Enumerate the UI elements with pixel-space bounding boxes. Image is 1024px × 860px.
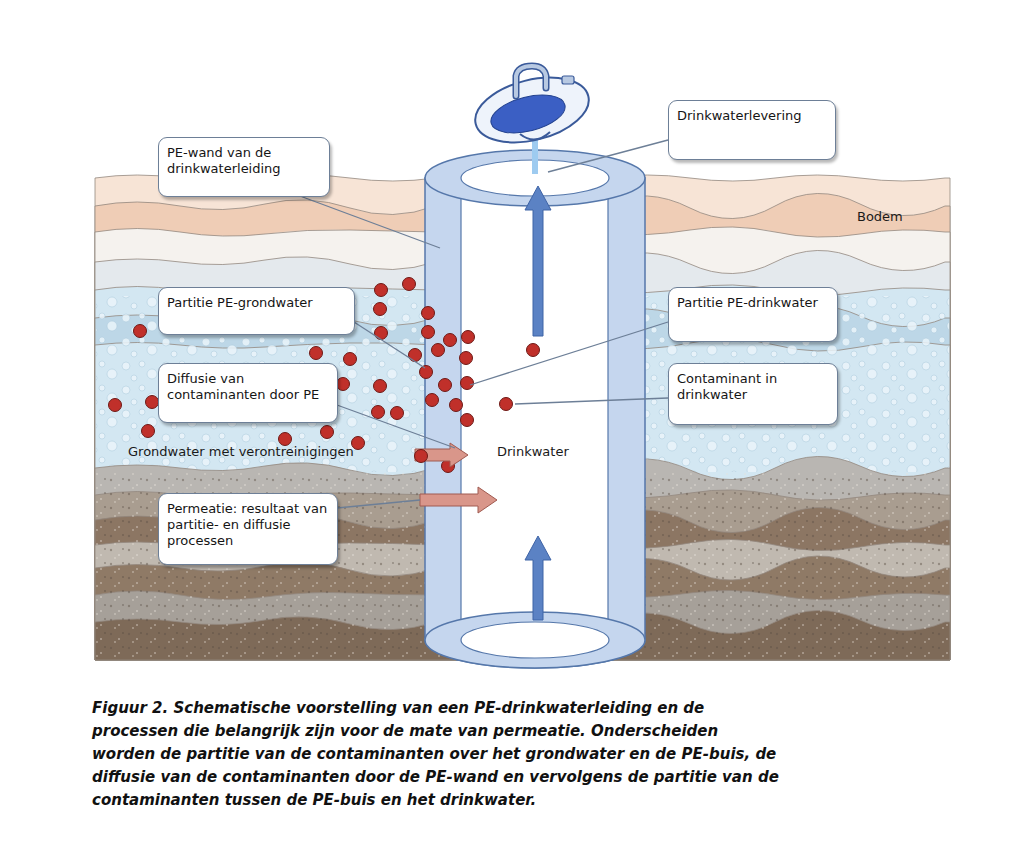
callout-box: Partitie PE-grondwater [158,287,355,335]
contaminant-dot [527,344,540,357]
contaminant-dots [109,278,540,473]
pipe-bottom-opening [461,622,609,658]
contaminant-dot [462,331,475,344]
callout-box: Contaminant in drinkwater [668,363,838,425]
faucet [516,66,546,96]
callout-box: PE-wand van de drinkwaterleiding [158,137,330,197]
diagram-label: Drinkwater [497,444,569,459]
contaminant-dot [403,278,416,291]
callout-box: Drinkwaterlevering [668,100,836,160]
callout-text: Permeatie: resultaat van partitie- en di… [167,501,329,549]
contaminant-dot [310,347,323,360]
contaminant-dot [337,378,350,391]
soil-strata [95,175,950,660]
contaminant-dot [500,398,513,411]
contaminant-dot [444,334,457,347]
process-arrows [415,443,497,513]
contaminant-dot [146,396,159,409]
contaminant-dot [279,433,292,446]
callout-text: PE-wand van de drinkwaterleiding [167,145,321,177]
leader-line [337,405,455,448]
soil-layer [95,175,950,660]
leader-line [337,500,420,508]
pipe-inner-wall [607,178,608,640]
contaminant-dot [409,349,422,362]
callout-text: Partitie PE-drinkwater [677,295,829,311]
diffusion-arrow [415,443,468,467]
leader-lines [300,140,668,508]
leader-line [300,196,440,248]
contaminant-dot [439,379,452,392]
permeation-arrow [420,487,497,513]
contaminant-dot [134,325,147,338]
contaminant-dot [321,426,334,439]
contaminant-dot [422,326,435,339]
callout-box: Diffusie van contaminanten door PE [158,363,338,423]
callout-text: Partitie PE-grondwater [167,295,346,311]
contaminant-dot [391,407,404,420]
pipe-interior [461,178,608,640]
faucet-knob [562,76,574,84]
contaminant-dot [109,399,122,412]
sink-pedestal [520,132,550,140]
leader-line [470,322,668,385]
faucet [516,66,546,96]
contaminant-dot [142,425,155,438]
sink-basin [468,67,595,153]
contaminant-dot [375,327,388,340]
figure-caption: Figuur 2. Schematische voorstelling van … [92,697,782,812]
callout-box: Partitie PE-drinkwater [668,287,838,342]
contaminant-dot [461,377,474,390]
contaminant-dot [374,380,387,393]
flow-arrow [525,186,551,336]
sink-water [487,88,569,139]
callout-text: Contaminant in drinkwater [677,371,829,403]
pipe-body [425,178,645,668]
contaminant-dot [432,344,445,357]
water-stream [532,140,538,174]
contaminant-dot [450,399,463,412]
contaminant-dot [375,284,388,297]
flow-arrow [525,536,551,620]
callout-text: Drinkwaterlevering [677,108,827,124]
callout-text: Diffusie van contaminanten door PE [167,371,329,403]
diagram-label: Bodem [857,209,903,224]
leader-line [548,140,668,172]
contaminant-dot [415,450,428,463]
contaminant-dot [344,353,357,366]
tap [468,66,595,174]
pe-pipe [425,150,645,668]
leader-line [354,322,425,368]
diagram-label: Grondwater met verontreinigingen [128,444,354,459]
contaminant-dot [461,414,474,427]
contaminant-dot [422,307,435,320]
contaminant-dot [460,352,473,365]
contaminant-dot [374,303,387,316]
contaminant-dot [426,394,439,407]
contaminant-dot [420,366,433,379]
leader-line [515,398,668,404]
contaminant-dot [372,406,385,419]
callout-box: Permeatie: resultaat van partitie- en di… [158,493,338,565]
